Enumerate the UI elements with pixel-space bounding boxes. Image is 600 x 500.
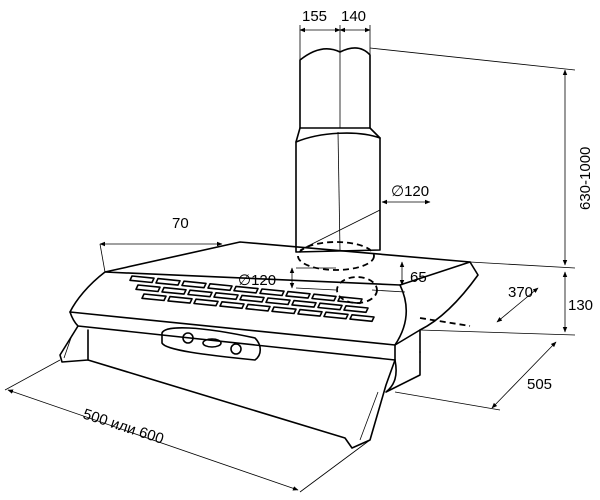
dim-hood-depth-top: 370	[508, 284, 533, 301]
vent-slot	[271, 306, 297, 315]
control-knob-right-icon	[230, 343, 242, 355]
vent-slot	[181, 280, 207, 289]
dimension-labels: 155 140 630-1000 ∅120 ∅120 70 65 370 130…	[81, 8, 594, 448]
dim-outlet-offset: 65	[410, 269, 427, 286]
control-switch-icon	[202, 338, 222, 348]
dim-outlet-diameter-top: ∅120	[391, 183, 429, 200]
control-knob-left-icon	[182, 332, 194, 344]
vent-slot	[187, 289, 213, 298]
vent-slot	[239, 294, 265, 303]
vent-slot	[317, 302, 343, 311]
vent-slot	[213, 292, 239, 301]
vent-slot	[323, 311, 349, 320]
vent-slot	[135, 284, 161, 293]
vent-slot	[233, 285, 259, 294]
vent-grille	[129, 275, 375, 323]
dim-hood-height: 130	[568, 297, 593, 314]
vent-slot	[219, 301, 245, 310]
vent-slot	[259, 288, 285, 297]
vent-slot	[207, 283, 233, 292]
vent-slot	[129, 275, 155, 284]
hood-body	[59, 241, 479, 449]
vent-slot	[141, 293, 167, 302]
chimney-lower-section	[295, 127, 381, 253]
vent-slot	[193, 298, 219, 307]
control-panel	[161, 327, 262, 361]
dim-hood-width: 500 или 600	[81, 406, 166, 448]
dim-chimney-front-width: 155	[302, 8, 327, 25]
vent-slot	[265, 297, 291, 306]
vent-slot	[167, 295, 193, 304]
dim-rear-offset: 70	[172, 215, 189, 232]
vent-slot	[285, 290, 311, 299]
vent-slot	[311, 293, 337, 302]
chimney-outlet-dashed	[297, 241, 375, 271]
dim-chimney-height: 630-1000	[577, 147, 594, 210]
vent-slot	[245, 303, 271, 312]
vent-slot	[155, 277, 181, 286]
dim-hood-depth-bottom: 505	[527, 376, 552, 393]
vent-slot	[349, 314, 375, 323]
dim-outlet-diameter-side: ∅120	[238, 272, 276, 289]
vent-slot	[343, 305, 369, 314]
dimension-lines	[4, 25, 576, 493]
chimney-upper-section	[299, 47, 371, 129]
dim-chimney-side-width: 140	[341, 8, 366, 25]
vent-slot	[161, 286, 187, 295]
vent-slot	[291, 299, 317, 308]
vent-slot	[297, 308, 323, 317]
